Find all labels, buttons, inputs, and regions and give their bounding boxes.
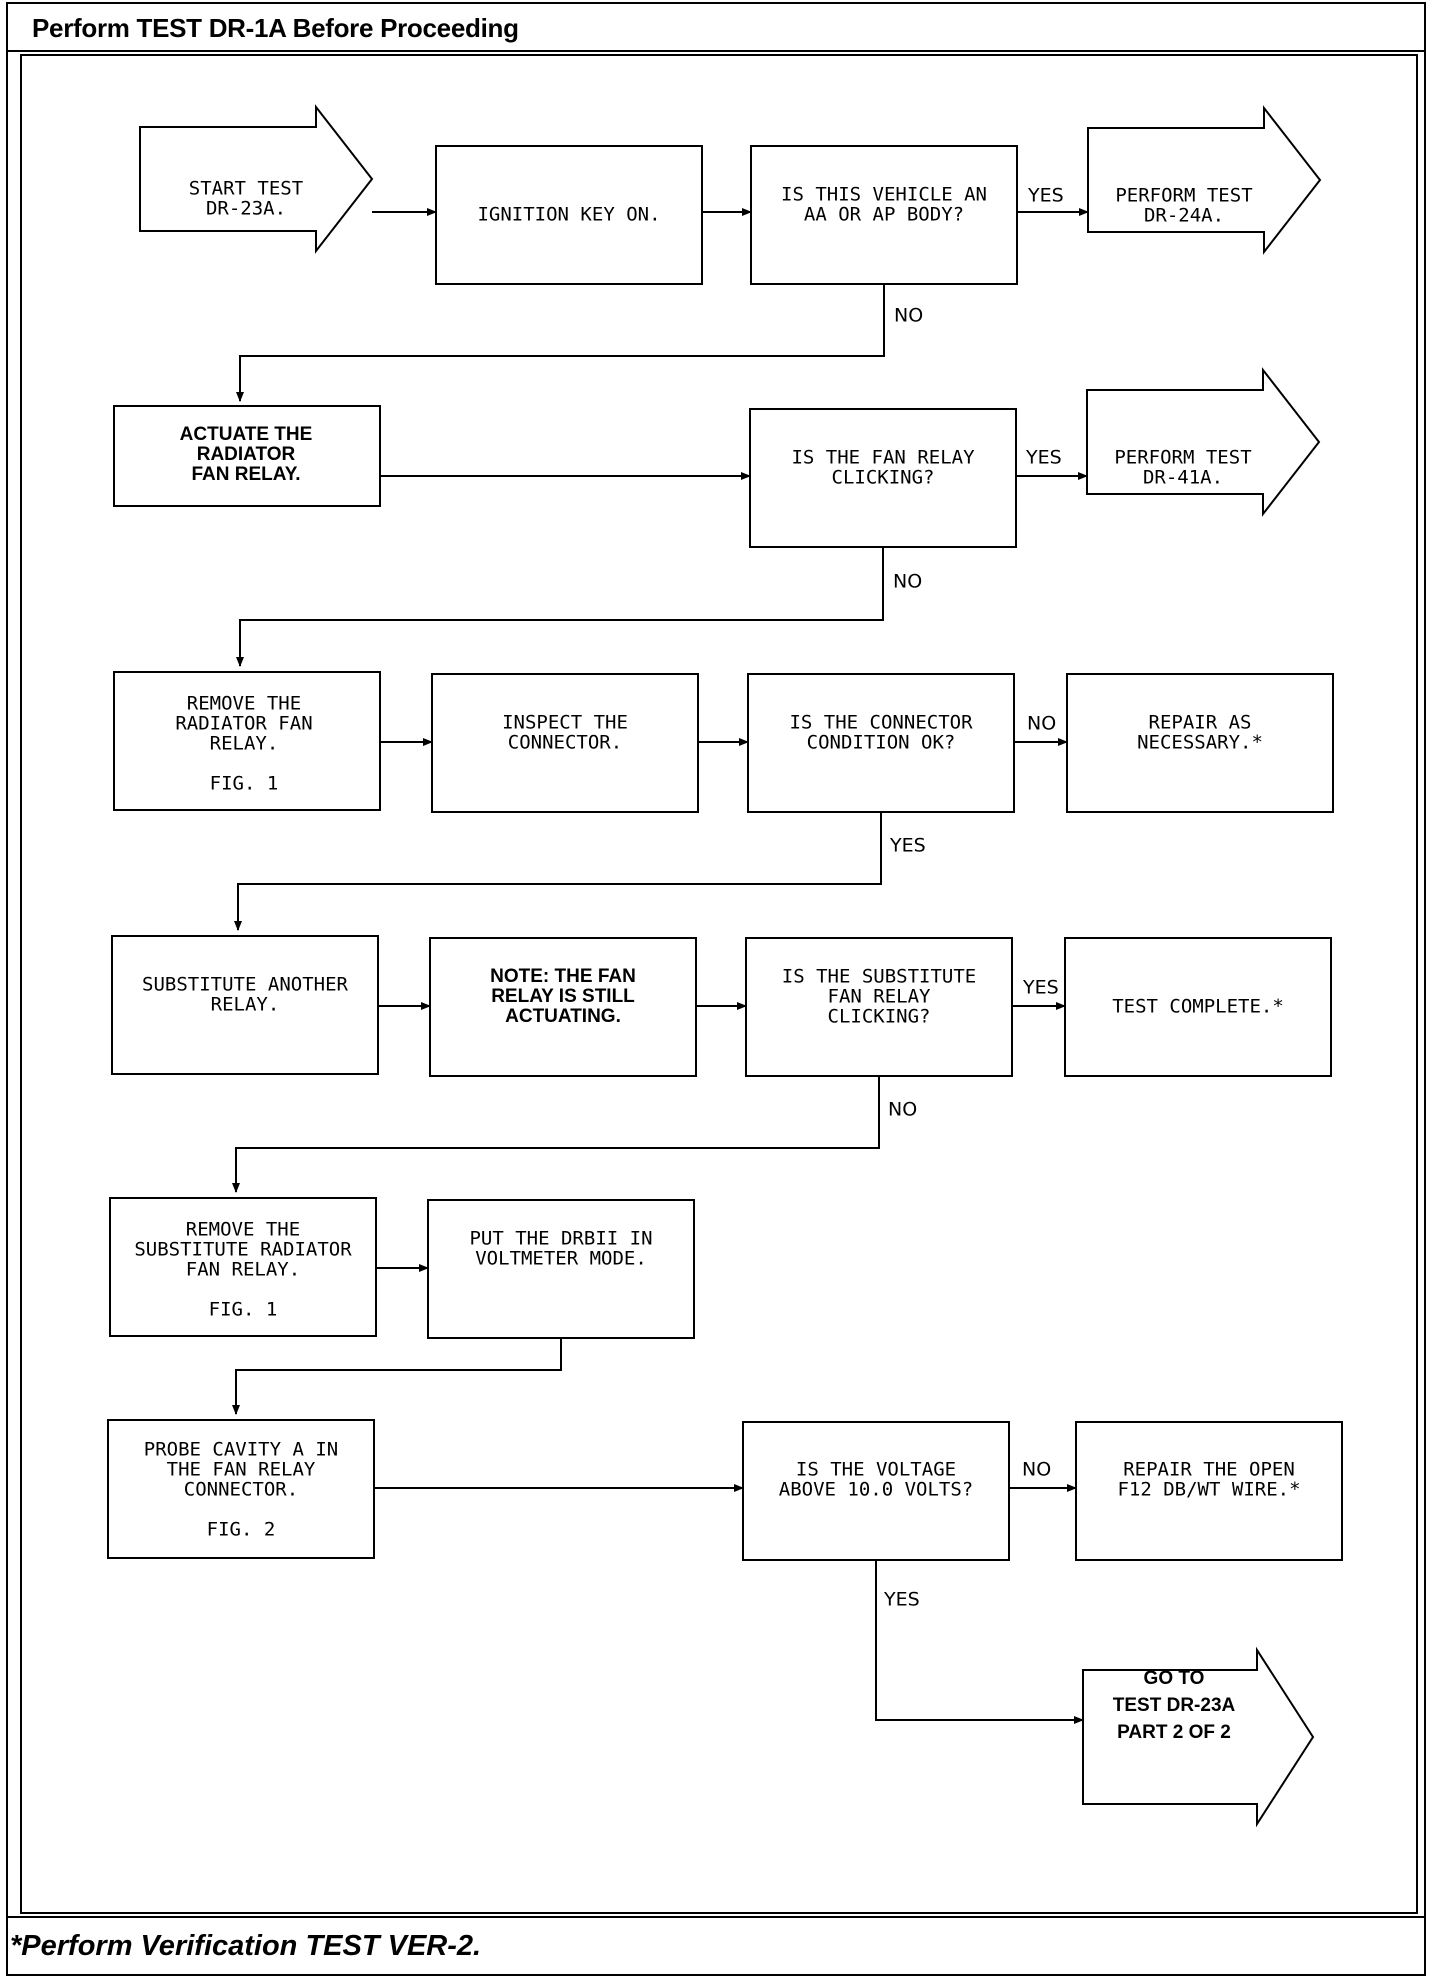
repair-open-text-line: F12 DB/WT WIRE.* <box>1117 1479 1300 1501</box>
connector-connector-yes <box>234 812 882 931</box>
perform-dr41a-text-line: DR-41A. <box>1143 467 1223 489</box>
perform-dr24a-text-line: PERFORM TEST <box>1115 185 1252 207</box>
remove-relay-text-fig-ref: FIG. 1 <box>210 773 279 795</box>
goto-part2-arrow <box>1082 1646 1315 1828</box>
start-arrow <box>139 104 374 254</box>
fan-relay-question-text-line: IS THE FAN RELAY <box>791 447 975 469</box>
goto-part2-text-line: PART 2 OF 2 <box>1117 1722 1231 1743</box>
perform-dr24a-arrow <box>1087 105 1322 255</box>
substitute-question-text-line: CLICKING? <box>828 1006 931 1028</box>
substitute-question-text-line: IS THE SUBSTITUTE <box>782 966 976 988</box>
probe-text-fig-ref: FIG. 2 <box>207 1519 276 1541</box>
vehicle-body-question-text-line: AA OR AP BODY? <box>804 204 964 226</box>
actuate-text-line: ACTUATE THE <box>180 424 313 445</box>
repair-necessary-text-line: NECESSARY.* <box>1137 732 1263 754</box>
yes-label: YES <box>1025 447 1062 469</box>
ignition-text-line: IGNITION KEY ON. <box>477 204 660 226</box>
connector-question-text-line: IS THE CONNECTOR <box>789 712 973 734</box>
connector-voltage-yes <box>875 1560 1084 1724</box>
substitute-text-line: RELAY. <box>211 994 280 1016</box>
yes-label: YES <box>1022 977 1059 999</box>
substitute-text-line: SUBSTITUTE ANOTHER <box>142 974 348 996</box>
probe-text-line: THE FAN RELAY <box>167 1459 316 1481</box>
note-actuating-text-line: ACTUATING. <box>505 1006 621 1027</box>
page-footer: *Perform Verification TEST VER-2. <box>8 1916 1424 1974</box>
goto-part2-text-line: TEST DR-23A <box>1113 1695 1236 1716</box>
start-text-line: START TEST <box>189 178 303 200</box>
remove-substitute-text-line: REMOVE THE <box>186 1219 300 1241</box>
remove-relay-text-line: RADIATOR FAN <box>175 713 312 735</box>
actuate-box <box>113 405 381 507</box>
connector-body-no <box>236 284 885 402</box>
perform-dr24a-text-line: DR-24A. <box>1144 205 1224 227</box>
put-drbii-text-line: PUT THE DRBII IN <box>469 1228 652 1250</box>
remove-substitute-text-line: FAN RELAY. <box>186 1259 300 1281</box>
yes-label: YES <box>1027 185 1064 207</box>
yes-label: YES <box>889 835 926 857</box>
actuate-text-line: FAN RELAY. <box>191 464 300 485</box>
probe-text-line: PROBE CAVITY A IN <box>144 1439 338 1461</box>
connector-put-probe <box>232 1338 562 1415</box>
start-text-line: DR-23A. <box>206 198 286 220</box>
no-label: NO <box>1027 713 1056 735</box>
voltage-question-text-line: IS THE VOLTAGE <box>796 1459 956 1481</box>
connector-clicking-no <box>236 547 884 667</box>
remove-relay-text-line: RELAY. <box>210 733 279 755</box>
remove-substitute-text-line: SUBSTITUTE RADIATOR <box>134 1239 352 1261</box>
repair-open-text-line: REPAIR THE OPEN <box>1123 1459 1295 1481</box>
no-label: NO <box>888 1099 917 1121</box>
inspect-connector-text-line: INSPECT THE <box>502 712 628 734</box>
perform-dr41a-arrow <box>1086 367 1321 517</box>
probe-text-line: CONNECTOR. <box>184 1479 298 1501</box>
perform-dr41a-text-line: PERFORM TEST <box>1114 447 1251 469</box>
connector-question-text-line: CONDITION OK? <box>807 732 956 754</box>
no-label: NO <box>1022 1459 1051 1481</box>
voltage-question-text-line: ABOVE 10.0 VOLTS? <box>779 1479 973 1501</box>
remove-substitute-text-fig-ref: FIG. 1 <box>209 1299 278 1321</box>
remove-relay-text-line: REMOVE THE <box>187 693 301 715</box>
test-complete-text-line: TEST COMPLETE.* <box>1112 996 1284 1018</box>
page-header: Perform TEST DR-1A Before Proceeding <box>8 4 1424 52</box>
put-drbii-text-line: VOLTMETER MODE. <box>475 1248 647 1270</box>
note-actuating-text-line: NOTE: THE FAN <box>490 966 636 987</box>
connector-substitute-no <box>232 1076 880 1193</box>
inspect-connector-text-line: CONNECTOR. <box>508 732 622 754</box>
actuate-text-line: RADIATOR <box>197 444 296 465</box>
note-actuating-text-line: RELAY IS STILL <box>491 986 635 1007</box>
fan-relay-question-text-line: CLICKING? <box>832 467 935 489</box>
yes-label: YES <box>883 1589 920 1611</box>
no-label: NO <box>894 305 923 327</box>
page-frame: Perform TEST DR-1A Before Proceeding STA… <box>6 2 1426 1976</box>
vehicle-body-question-text-line: IS THIS VEHICLE AN <box>781 184 987 206</box>
goto-part2-text-line: GO TO <box>1144 1668 1205 1689</box>
no-label: NO <box>893 571 922 593</box>
substitute-question-text-line: FAN RELAY <box>828 986 932 1008</box>
repair-necessary-text-line: REPAIR AS <box>1149 712 1252 734</box>
